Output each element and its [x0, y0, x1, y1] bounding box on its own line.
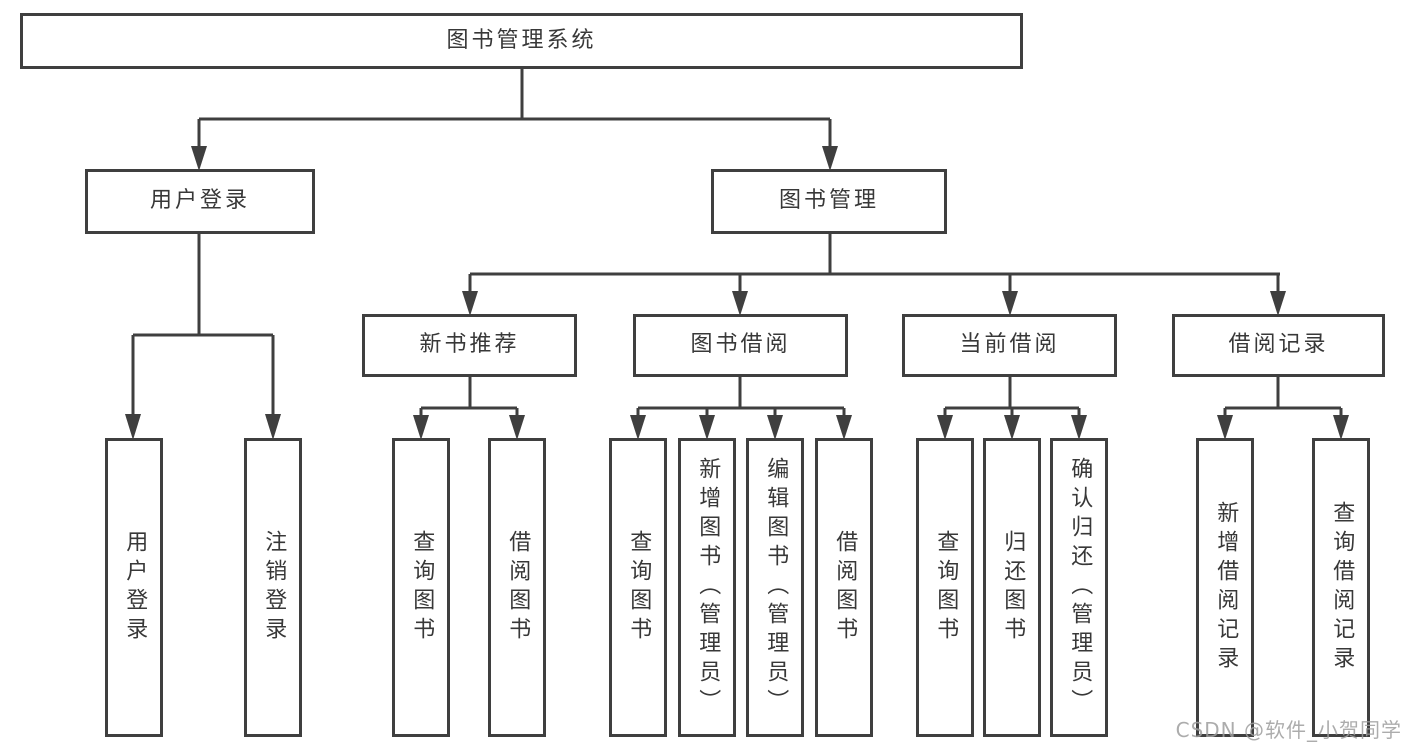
leaf-return-books: 归还图书 [983, 438, 1041, 737]
leaf-confirm-return-admin: 确认归还（管理员） [1050, 438, 1108, 737]
node-user-login: 用户登录 [85, 169, 315, 234]
node-borrowing-records: 借阅记录 [1172, 314, 1385, 377]
node-new-book-recommend: 新书推荐 [362, 314, 577, 377]
leaf-query-books-current: 查询图书 [916, 438, 974, 737]
node-book-borrowing: 图书借阅 [633, 314, 848, 377]
node-current-borrowing: 当前借阅 [902, 314, 1117, 377]
leaf-query-borrow-record: 查询借阅记录 [1312, 438, 1370, 737]
node-root: 图书管理系统 [20, 13, 1023, 69]
leaf-query-books-recommend: 查询图书 [392, 438, 450, 737]
leaf-edit-books-admin: 编辑图书（管理员） [746, 438, 804, 737]
csdn-watermark: CSDN @软件_小贺同学 [1175, 718, 1402, 742]
leaf-borrow-books-recommend: 借阅图书 [488, 438, 546, 737]
leaf-add-borrow-record: 新增借阅记录 [1196, 438, 1254, 737]
leaf-logout: 注销登录 [244, 438, 302, 737]
node-book-management: 图书管理 [711, 169, 947, 234]
leaf-query-books-borrowing: 查询图书 [609, 438, 667, 737]
leaf-borrow-books-borrowing: 借阅图书 [815, 438, 873, 737]
leaf-add-books-admin: 新增图书（管理员） [678, 438, 736, 737]
leaf-user-login: 用户登录 [105, 438, 163, 737]
